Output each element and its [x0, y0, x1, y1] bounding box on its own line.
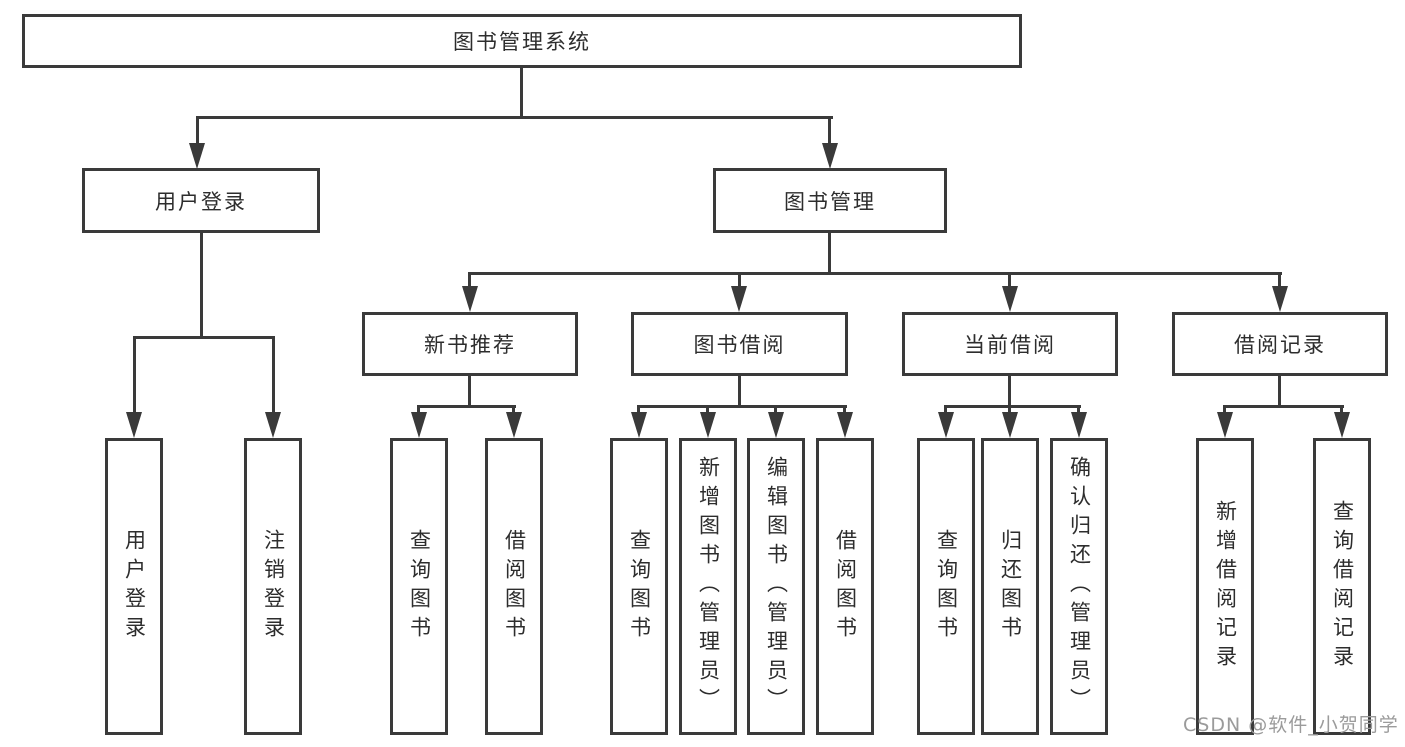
leaf-query-books-borrow-label: 查询图书: [627, 528, 652, 645]
arrow-down-icon: [189, 143, 205, 169]
leaf-confirm-return-admin-label: 确认归还（管理员）: [1067, 456, 1092, 717]
leaf-confirm-return-admin: 确认归还（管理员）: [1050, 438, 1108, 735]
arrow-down-icon: [462, 286, 478, 312]
arrow-down-icon: [411, 412, 427, 438]
leaf-user-login-label: 用户登录: [122, 528, 147, 645]
leaf-borrow-books-recommend-label: 借阅图书: [502, 528, 527, 645]
node-book-borrow-label: 图书借阅: [693, 333, 786, 357]
arrow-down-icon: [1334, 412, 1350, 438]
leaf-borrow-books-recommend: 借阅图书: [485, 438, 543, 735]
leaf-query-books-current-label: 查询图书: [934, 528, 959, 645]
arrow-down-icon: [938, 412, 954, 438]
leaf-return-books: 归还图书: [981, 438, 1039, 735]
connector-line: [133, 336, 136, 416]
connector-line: [706, 405, 709, 415]
leaf-borrow-books-borrow: 借阅图书: [816, 438, 874, 735]
connector-line: [468, 272, 1282, 275]
leaf-query-books-current: 查询图书: [917, 438, 975, 735]
connector-line: [200, 233, 203, 339]
connector-line: [828, 116, 831, 148]
leaf-add-books-admin-label: 新增图书（管理员）: [696, 456, 721, 717]
node-user-login-label: 用户登录: [155, 189, 247, 214]
connector-line: [944, 405, 947, 415]
connector-line: [468, 376, 471, 408]
connector-line: [944, 405, 1081, 408]
connector-line: [738, 272, 741, 290]
watermark-text: CSDN @软件_小贺同学: [1183, 714, 1399, 736]
connector-line: [1340, 405, 1343, 415]
connector-line: [1008, 272, 1011, 290]
leaf-query-books-borrow: 查询图书: [610, 438, 668, 735]
connector-line: [738, 376, 741, 408]
connector-line: [1278, 376, 1281, 408]
connector-line: [1077, 405, 1080, 415]
connector-line: [196, 116, 199, 148]
connector-line: [843, 405, 846, 415]
connector-line: [1223, 405, 1226, 415]
arrow-down-icon: [265, 412, 281, 438]
arrow-down-icon: [1217, 412, 1233, 438]
leaf-add-borrow-record-label: 新增借阅记录: [1213, 499, 1238, 674]
connector-line: [1278, 272, 1281, 290]
node-new-book-recommend: 新书推荐: [362, 312, 578, 376]
leaf-query-borrow-record-label: 查询借阅记录: [1330, 499, 1355, 674]
arrow-down-icon: [822, 143, 838, 169]
arrow-down-icon: [1002, 412, 1018, 438]
connector-line: [520, 66, 523, 119]
node-book-management: 图书管理: [713, 168, 947, 233]
node-book-borrow: 图书借阅: [631, 312, 848, 376]
connector-line: [637, 405, 640, 415]
node-new-book-recommend-label: 新书推荐: [424, 333, 516, 357]
leaf-edit-books-admin-label: 编辑图书（管理员）: [764, 456, 789, 717]
leaf-add-books-admin: 新增图书（管理员）: [679, 438, 737, 735]
arrow-down-icon: [700, 412, 716, 438]
connector-line: [133, 336, 275, 339]
leaf-edit-books-admin: 编辑图书（管理员）: [747, 438, 805, 735]
connector-line: [637, 405, 847, 408]
node-root: 图书管理系统: [22, 14, 1022, 68]
arrow-down-icon: [631, 412, 647, 438]
connector-line: [512, 405, 515, 415]
node-book-management-label: 图书管理: [784, 189, 876, 214]
leaf-query-books-recommend-label: 查询图书: [407, 528, 432, 645]
connector-line: [272, 336, 275, 416]
arrow-down-icon: [1272, 286, 1288, 312]
arrow-down-icon: [126, 412, 142, 438]
connector-line: [1223, 405, 1344, 408]
leaf-query-borrow-record: 查询借阅记录: [1313, 438, 1371, 735]
leaf-return-books-label: 归还图书: [998, 528, 1023, 645]
connector-line: [196, 116, 833, 119]
arrow-down-icon: [837, 412, 853, 438]
connector-line: [417, 405, 516, 408]
leaf-user-login: 用户登录: [105, 438, 163, 735]
leaf-logout: 注销登录: [244, 438, 302, 735]
arrow-down-icon: [506, 412, 522, 438]
connector-line: [468, 272, 471, 290]
leaf-query-books-recommend: 查询图书: [390, 438, 448, 735]
leaf-borrow-books-borrow-label: 借阅图书: [833, 528, 858, 645]
arrow-down-icon: [1002, 286, 1018, 312]
arrow-down-icon: [1071, 412, 1087, 438]
leaf-logout-label: 注销登录: [261, 528, 286, 645]
node-current-borrow: 当前借阅: [902, 312, 1118, 376]
node-root-label: 图书管理系统: [453, 30, 591, 54]
node-current-borrow-label: 当前借阅: [964, 333, 1056, 357]
node-borrow-records-label: 借阅记录: [1234, 333, 1326, 357]
leaf-add-borrow-record: 新增借阅记录: [1196, 438, 1254, 735]
node-borrow-records: 借阅记录: [1172, 312, 1388, 376]
node-user-login: 用户登录: [82, 168, 320, 233]
connector-line: [417, 405, 420, 415]
connector-line: [828, 233, 831, 275]
arrow-down-icon: [768, 412, 784, 438]
connector-line: [1008, 405, 1011, 415]
arrow-down-icon: [731, 286, 747, 312]
connector-line: [774, 405, 777, 415]
connector-line: [1008, 376, 1011, 408]
